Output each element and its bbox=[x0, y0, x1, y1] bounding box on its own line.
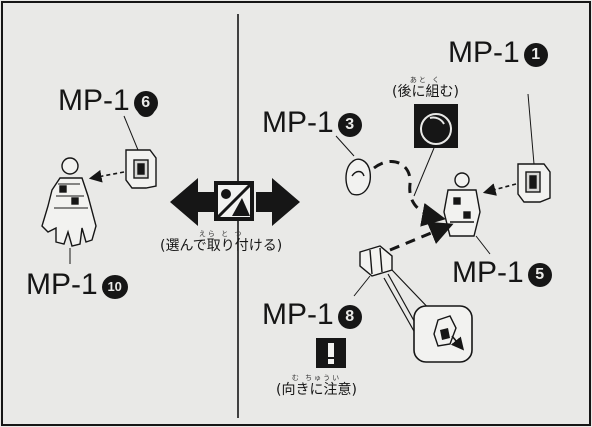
direction-detail bbox=[383, 269, 473, 363]
wrist-part bbox=[125, 149, 157, 189]
part-number-badge: 3 bbox=[337, 113, 362, 137]
part-number-badge: 5 bbox=[527, 263, 552, 287]
part-number-badge: 10 bbox=[101, 275, 128, 299]
note-ruby: あと く bbox=[409, 76, 442, 84]
part-1 bbox=[517, 163, 551, 203]
part-number-badge: 8 bbox=[337, 305, 362, 329]
part-3 bbox=[345, 158, 371, 196]
hand-part bbox=[41, 157, 97, 247]
label-text: MP-1 bbox=[26, 268, 98, 301]
note-ruby: えら と つ bbox=[198, 230, 244, 238]
note-text: (向きに注意) bbox=[276, 382, 357, 398]
note-text: (後に組む) bbox=[392, 84, 459, 100]
part1-leader bbox=[527, 93, 535, 165]
choose-double-arrow bbox=[170, 178, 300, 226]
label-text: MP-1 bbox=[448, 36, 520, 69]
label-text: MP-1 bbox=[58, 84, 130, 117]
part-5 bbox=[443, 172, 481, 237]
note-direction: む ちゅうい (向きに注意) bbox=[276, 374, 357, 398]
choose-parts-icon bbox=[214, 181, 254, 221]
part-8 bbox=[359, 245, 393, 277]
label-text: MP-1 bbox=[262, 106, 334, 139]
note-choose: えら と つ (選んで取り付ける) bbox=[160, 230, 282, 254]
part3-path bbox=[373, 159, 446, 227]
label-text: MP-1 bbox=[262, 298, 334, 331]
part-number-badge: 1 bbox=[523, 43, 548, 67]
wrist-leader bbox=[123, 115, 139, 151]
note-ruby: む ちゅうい bbox=[291, 374, 342, 382]
assemble-later-icon bbox=[414, 104, 458, 148]
label-text: MP-1 bbox=[452, 256, 524, 289]
note-text: (選んで取り付ける) bbox=[160, 238, 283, 254]
later-leader bbox=[413, 147, 435, 197]
caution-icon bbox=[316, 338, 346, 368]
part-number-badge: 6 bbox=[133, 91, 158, 115]
part1-arrow bbox=[482, 183, 517, 196]
wrist-arrow bbox=[88, 169, 125, 183]
part8-leader bbox=[353, 275, 371, 297]
note-later: あと く (後に組む) bbox=[392, 76, 459, 100]
part3-leader bbox=[335, 135, 355, 157]
part8-arrow bbox=[389, 221, 454, 252]
part5-leader bbox=[475, 235, 491, 255]
